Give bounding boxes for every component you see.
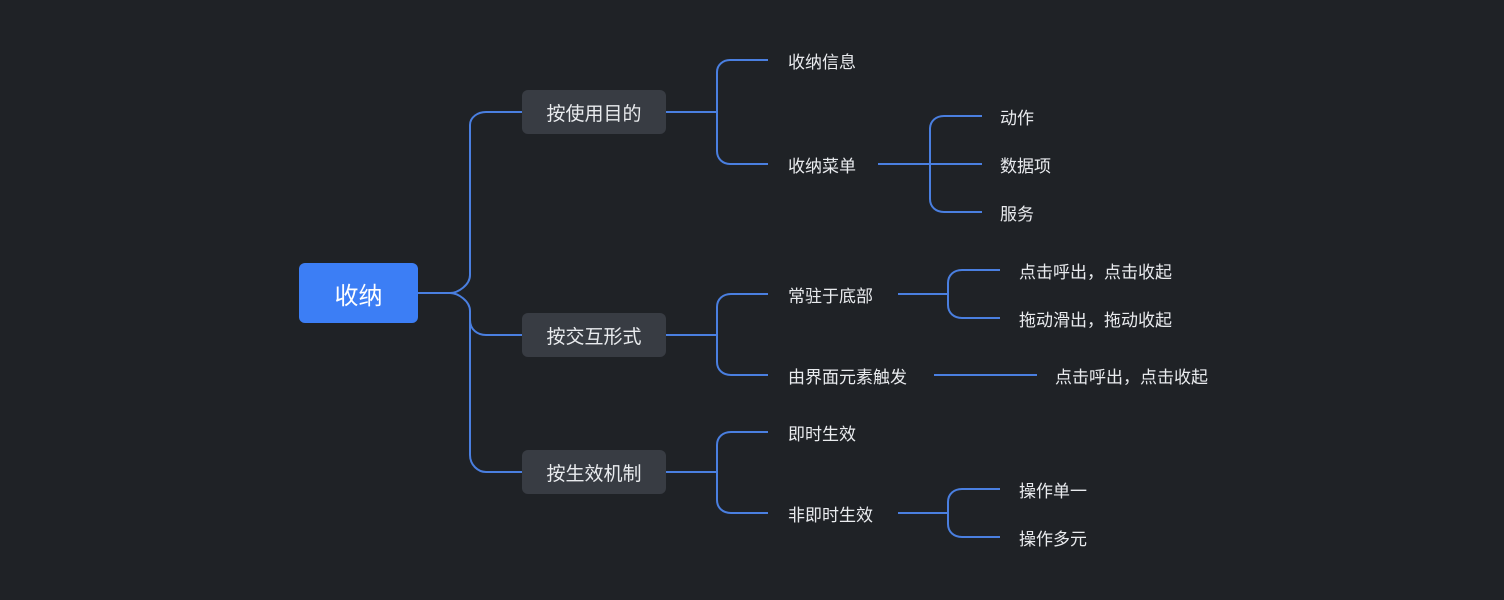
node-store-info[interactable]: 收纳信息 — [788, 46, 856, 74]
connector-purpose-to-children — [666, 59, 768, 165]
node-label: 操作多元 — [1019, 529, 1087, 550]
branch-by-interaction[interactable]: 按交互形式 — [522, 313, 666, 357]
branch-label: 按生效机制 — [546, 462, 642, 485]
node-service[interactable]: 服务 — [1000, 198, 1034, 226]
node-label: 动作 — [1000, 108, 1034, 129]
connector-root-to-branch-purpose — [418, 111, 522, 294]
connector-interaction-to-children — [666, 293, 768, 376]
node-label: 操作单一 — [1019, 481, 1087, 502]
node-label: 点击呼出，点击收起 — [1019, 262, 1172, 283]
root-node-label: 收纳 — [334, 281, 383, 310]
node-tap-open-tap-close[interactable]: 点击呼出，点击收起 — [1019, 256, 1172, 284]
node-fixed-bottom[interactable]: 常驻于底部 — [788, 280, 873, 308]
node-multiple-operations[interactable]: 操作多元 — [1019, 523, 1087, 551]
node-label: 数据项 — [1000, 156, 1051, 177]
node-label: 收纳信息 — [788, 52, 856, 73]
connector-bottom-to-children — [898, 269, 1000, 319]
node-label: 由界面元素触发 — [788, 367, 907, 388]
connector-menu-to-children — [878, 115, 982, 213]
node-instant-effect[interactable]: 即时生效 — [788, 418, 856, 446]
connector-root-to-branch-effect — [469, 311, 522, 473]
node-element-trigger[interactable]: 由界面元素触发 — [788, 361, 907, 389]
branch-by-effect[interactable]: 按生效机制 — [522, 450, 666, 494]
connector-delayed-to-children — [898, 488, 1000, 538]
node-label: 即时生效 — [788, 424, 856, 445]
node-delayed-effect[interactable]: 非即时生效 — [788, 499, 873, 527]
node-label: 点击呼出，点击收起 — [1055, 367, 1208, 388]
node-label: 非即时生效 — [788, 505, 873, 526]
root-node[interactable]: 收纳 — [299, 263, 418, 323]
branch-by-purpose[interactable]: 按使用目的 — [522, 90, 666, 134]
node-single-operation[interactable]: 操作单一 — [1019, 475, 1087, 503]
connector-effect-to-children — [666, 431, 768, 514]
node-label: 拖动滑出，拖动收起 — [1019, 310, 1172, 331]
node-label: 服务 — [1000, 204, 1034, 225]
node-drag-open-drag-close[interactable]: 拖动滑出，拖动收起 — [1019, 304, 1172, 332]
node-data-item[interactable]: 数据项 — [1000, 150, 1051, 178]
branch-label: 按使用目的 — [546, 102, 642, 125]
node-tap-open-tap-close-2[interactable]: 点击呼出，点击收起 — [1055, 361, 1208, 389]
branch-label: 按交互形式 — [546, 325, 642, 348]
node-action[interactable]: 动作 — [1000, 102, 1034, 130]
node-label: 收纳菜单 — [788, 156, 856, 177]
node-store-menu[interactable]: 收纳菜单 — [788, 150, 856, 178]
connector-root-to-branch-interaction — [449, 292, 522, 336]
node-label: 常驻于底部 — [788, 286, 873, 307]
